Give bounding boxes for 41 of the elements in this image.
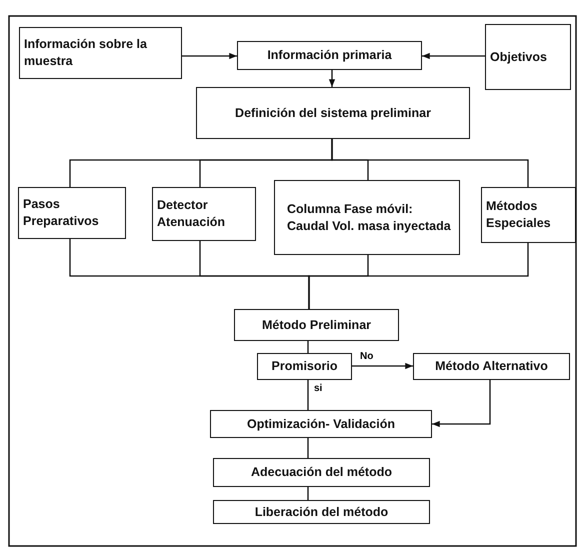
connector-line bbox=[308, 243, 529, 309]
edge-label: No bbox=[359, 352, 374, 362]
box-label: Método Alternativo bbox=[435, 358, 548, 375]
box-label: Pasos Preparativos bbox=[23, 196, 100, 230]
process-box bbox=[234, 309, 399, 341]
process-box bbox=[210, 410, 432, 438]
process-box bbox=[274, 180, 460, 255]
box-label: Adecuación del método bbox=[251, 464, 392, 481]
box-label: Objetivos bbox=[490, 48, 547, 66]
box-label: Definición del sistema preliminar bbox=[235, 104, 431, 122]
arrow bbox=[182, 52, 237, 60]
box-label: Información sobre la muestra bbox=[24, 36, 148, 70]
box-label: Columna Fase móvil: Caudal Vol. masa inyectada bbox=[286, 200, 452, 234]
process-box bbox=[196, 87, 470, 139]
connector-line bbox=[307, 487, 309, 500]
box-label: Métodos Especiales bbox=[486, 198, 552, 232]
process-box bbox=[18, 187, 126, 239]
process-box bbox=[213, 458, 430, 487]
connector-line bbox=[307, 341, 309, 353]
process-box bbox=[481, 187, 576, 243]
box-label: Método Preliminar bbox=[262, 316, 372, 334]
arrow bbox=[328, 70, 336, 87]
box-label: Información primaria bbox=[267, 47, 392, 64]
edge-label: si bbox=[313, 384, 324, 394]
process-box bbox=[213, 500, 430, 524]
connector-line bbox=[307, 380, 309, 410]
box-label: Liberación del método bbox=[254, 504, 388, 520]
connector-line bbox=[331, 139, 529, 187]
process-box bbox=[19, 27, 182, 79]
process-box bbox=[257, 353, 352, 380]
box-label: Optimización- Validación bbox=[247, 416, 395, 432]
connector-line bbox=[307, 438, 309, 458]
process-box bbox=[485, 24, 571, 90]
arrow bbox=[352, 362, 413, 370]
process-box bbox=[413, 353, 570, 380]
process-box bbox=[152, 187, 256, 241]
arrow bbox=[432, 380, 491, 428]
box-label: Promisorio bbox=[272, 358, 338, 375]
process-box bbox=[237, 41, 422, 70]
box-label: Detector Atenuación bbox=[157, 197, 226, 231]
arrow bbox=[422, 52, 485, 60]
